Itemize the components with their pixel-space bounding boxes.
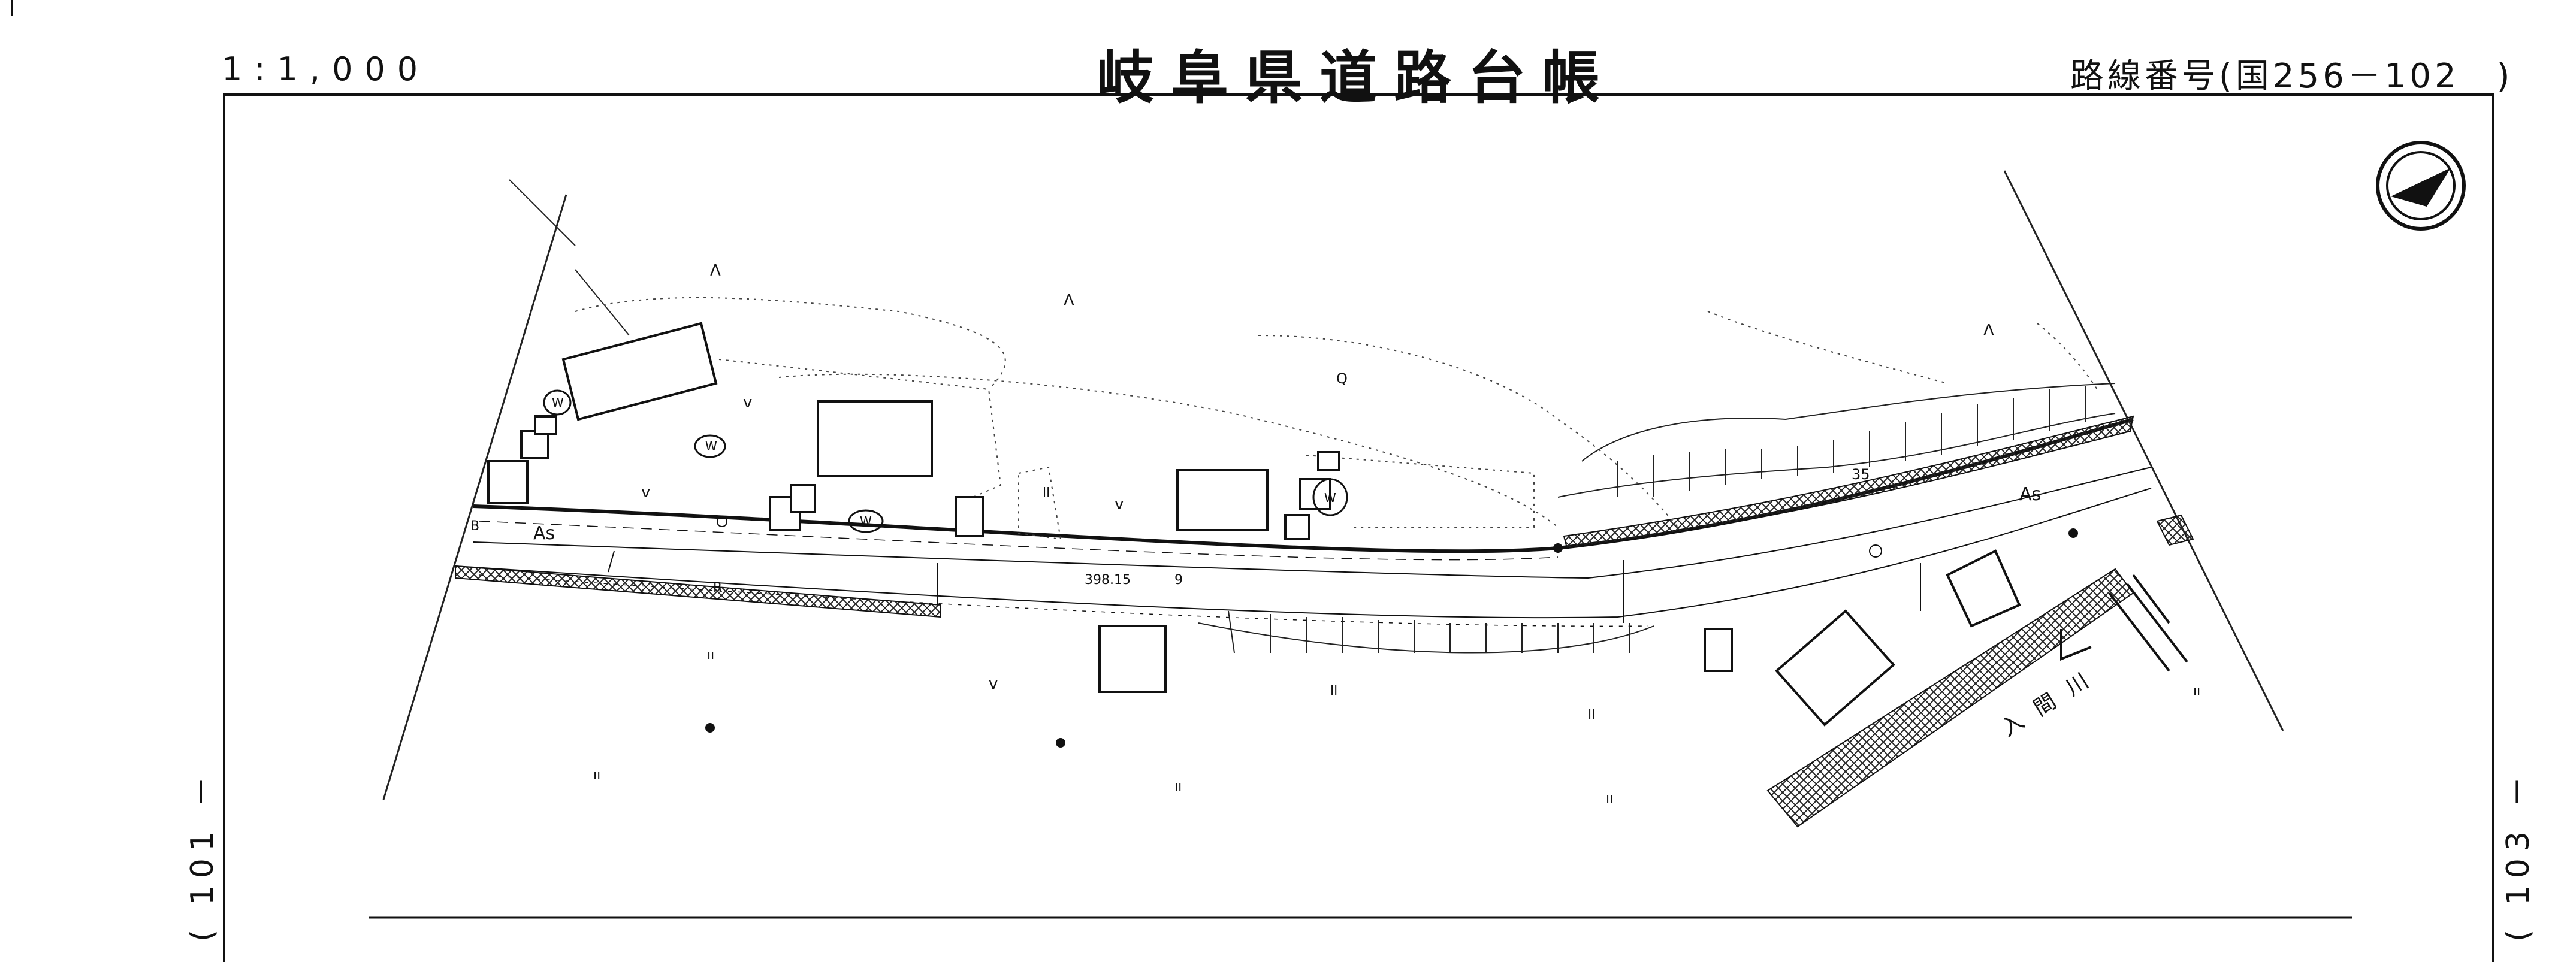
buildings bbox=[487, 322, 2021, 727]
paddy-symbol: ıı bbox=[593, 767, 600, 782]
wasteland-symbol: v bbox=[743, 394, 752, 412]
building bbox=[769, 496, 801, 531]
building bbox=[817, 400, 933, 477]
forest-symbol: Λ bbox=[1983, 322, 1994, 340]
forest-symbol: Λ bbox=[710, 262, 721, 280]
orchard-symbol: Q bbox=[1336, 370, 1348, 387]
embankment-hatching bbox=[455, 415, 2194, 828]
field-symbol: ll bbox=[1330, 683, 1337, 698]
paddy-symbol: ıı bbox=[1606, 791, 1613, 806]
building bbox=[955, 496, 984, 537]
building bbox=[1317, 451, 1340, 471]
building bbox=[1775, 609, 1895, 727]
route-number: 路線番号(国256－102 ) bbox=[2070, 57, 2514, 96]
forest-symbol: Λ bbox=[1064, 292, 1074, 310]
paddy-symbol: ıı bbox=[1174, 779, 1182, 794]
building bbox=[1098, 625, 1167, 693]
building bbox=[1284, 514, 1310, 540]
well-symbols bbox=[543, 389, 1348, 533]
road-label: R bbox=[713, 580, 722, 595]
road-surface-label: As bbox=[2019, 484, 2041, 505]
building bbox=[790, 484, 816, 513]
building bbox=[1704, 628, 1733, 672]
building bbox=[534, 415, 557, 435]
map-scale: 1:1,000 bbox=[222, 50, 430, 88]
well-labels: W W W W bbox=[552, 395, 1336, 528]
chainage-label: 398.15 bbox=[1085, 573, 1131, 588]
road-label: B bbox=[470, 519, 479, 534]
km-marker: 9 bbox=[1174, 573, 1183, 588]
well-label: W bbox=[1324, 491, 1336, 505]
paddy-symbol: ıı bbox=[707, 648, 714, 662]
survey-points bbox=[705, 528, 2078, 748]
corner-tick bbox=[11, 0, 13, 16]
building bbox=[1946, 549, 2021, 628]
dimension-marks bbox=[608, 516, 1921, 623]
building bbox=[561, 322, 718, 421]
building bbox=[487, 460, 529, 504]
map-boundary-lines bbox=[382, 170, 2284, 800]
river bbox=[2060, 574, 2188, 672]
parcel-lines bbox=[575, 297, 2098, 540]
road-ledger-map: W W W W As As B R 398.15 9 35 入 間 川 Λ bbox=[369, 141, 2466, 919]
paddy-symbol: ıı bbox=[2193, 683, 2200, 698]
wasteland-symbol: v bbox=[989, 675, 998, 693]
page-title: 岐阜県道路台帳 bbox=[1097, 44, 1617, 111]
well-label: W bbox=[860, 514, 872, 528]
station-number: 35 bbox=[1852, 466, 1870, 483]
well-label: W bbox=[705, 439, 717, 453]
building bbox=[1176, 469, 1269, 531]
map-frame bbox=[223, 93, 2494, 962]
well-label: W bbox=[552, 395, 564, 410]
field-symbol: ll bbox=[1588, 707, 1595, 722]
wasteland-symbol: v bbox=[1115, 495, 1124, 513]
road-surface-label: As bbox=[533, 523, 555, 544]
slope-banks bbox=[509, 179, 2116, 654]
field-symbol: ll bbox=[1043, 486, 1050, 501]
north-arrow-icon bbox=[2376, 141, 2466, 231]
wasteland-symbol: v bbox=[641, 483, 650, 501]
